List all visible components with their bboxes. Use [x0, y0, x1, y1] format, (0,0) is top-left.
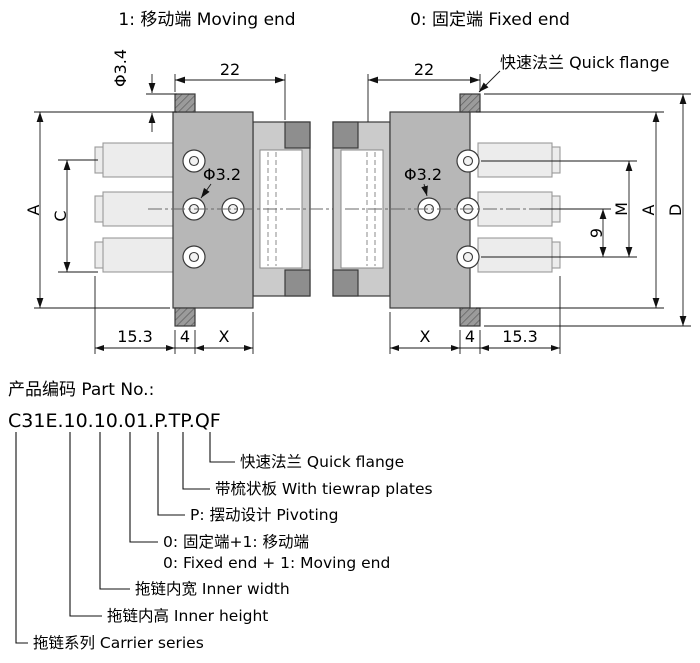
- right-view-dimensions: 22 快速法兰 Quick flange Φ3.2 9 M A D: [367, 53, 691, 354]
- dim-hole-diameter-left: Φ3.2: [203, 165, 241, 184]
- left-mounting-holes: [182, 149, 245, 269]
- dim-height-A-right: A: [639, 204, 658, 215]
- dim-height-A-left: A: [24, 204, 43, 215]
- right-view-title: 0: 固定端 Fixed end: [410, 10, 570, 30]
- dim-height-D: D: [666, 204, 685, 216]
- left-bottom-flange-tab: [174, 307, 196, 327]
- dim-link-length-left: 15.3: [117, 327, 153, 346]
- dim-x-right: X: [420, 327, 431, 346]
- tree-line-end-type: [129, 432, 158, 543]
- legend-tiewrap-plates: 带梳状板 With tiewrap plates: [215, 480, 433, 498]
- tree-line-series: [15, 432, 28, 644]
- right-link-plates: [477, 142, 561, 273]
- right-view-fixed-end: [332, 93, 561, 327]
- tree-line-quick-flange: [209, 432, 235, 463]
- legend-quick-flange: 快速法兰 Quick flange: [240, 453, 404, 471]
- legend-carrier-series: 拖链系列 Carrier series: [33, 634, 204, 652]
- dim-height-C: C: [51, 210, 70, 221]
- left-view-dimensions: Φ3.4 22 A C Φ3.2 15.3 4 X: [24, 49, 286, 354]
- tree-line-tiewrap: [182, 432, 210, 490]
- part-number-heading: 产品编码 Part No.:: [8, 380, 154, 400]
- dim-hole-spacing-9: 9: [587, 228, 606, 238]
- left-view-title: 1: 移动端 Moving end: [118, 10, 295, 30]
- dim-tab-width-left: 4: [180, 327, 190, 346]
- legend-end-type-cn: 0: 固定端+1: 移动端: [163, 533, 309, 551]
- dim-top-width-right: 22: [414, 60, 434, 79]
- dim-x-left: X: [219, 327, 230, 346]
- part-number-code: C31E.10.10.01.P.TP.QF: [8, 410, 221, 432]
- legend-inner-width: 拖链内宽 Inner width: [135, 580, 290, 598]
- tree-line-inner-width: [99, 432, 130, 590]
- dim-pin-diameter: Φ3.4: [111, 49, 130, 87]
- dim-hole-diameter-right: Φ3.2: [404, 165, 442, 184]
- left-view-moving-end: [94, 93, 338, 327]
- quick-flange-label: 快速法兰 Quick flange: [500, 53, 669, 72]
- dim-top-width-left: 22: [220, 60, 240, 79]
- tree-line-pivoting: [157, 432, 185, 516]
- legend-end-type-en: 0: Fixed end + 1: Moving end: [163, 554, 390, 572]
- right-top-flange-tab: [459, 93, 481, 113]
- dim-height-M: M: [612, 202, 631, 216]
- right-bottom-flange-tab: [459, 307, 481, 327]
- left-top-flange-tab: [174, 93, 196, 113]
- dim-link-length-right: 15.3: [502, 327, 538, 346]
- left-link-plates: [94, 142, 179, 273]
- legend-inner-height: 拖链内高 Inner height: [107, 607, 268, 625]
- tree-line-inner-height: [69, 432, 102, 617]
- part-number-section: 产品编码 Part No.: C31E.10.10.01.P.TP.QF 快速法…: [8, 380, 433, 652]
- dim-tab-width-right: 4: [465, 327, 475, 346]
- legend-pivoting: P: 摆动设计 Pivoting: [190, 506, 338, 524]
